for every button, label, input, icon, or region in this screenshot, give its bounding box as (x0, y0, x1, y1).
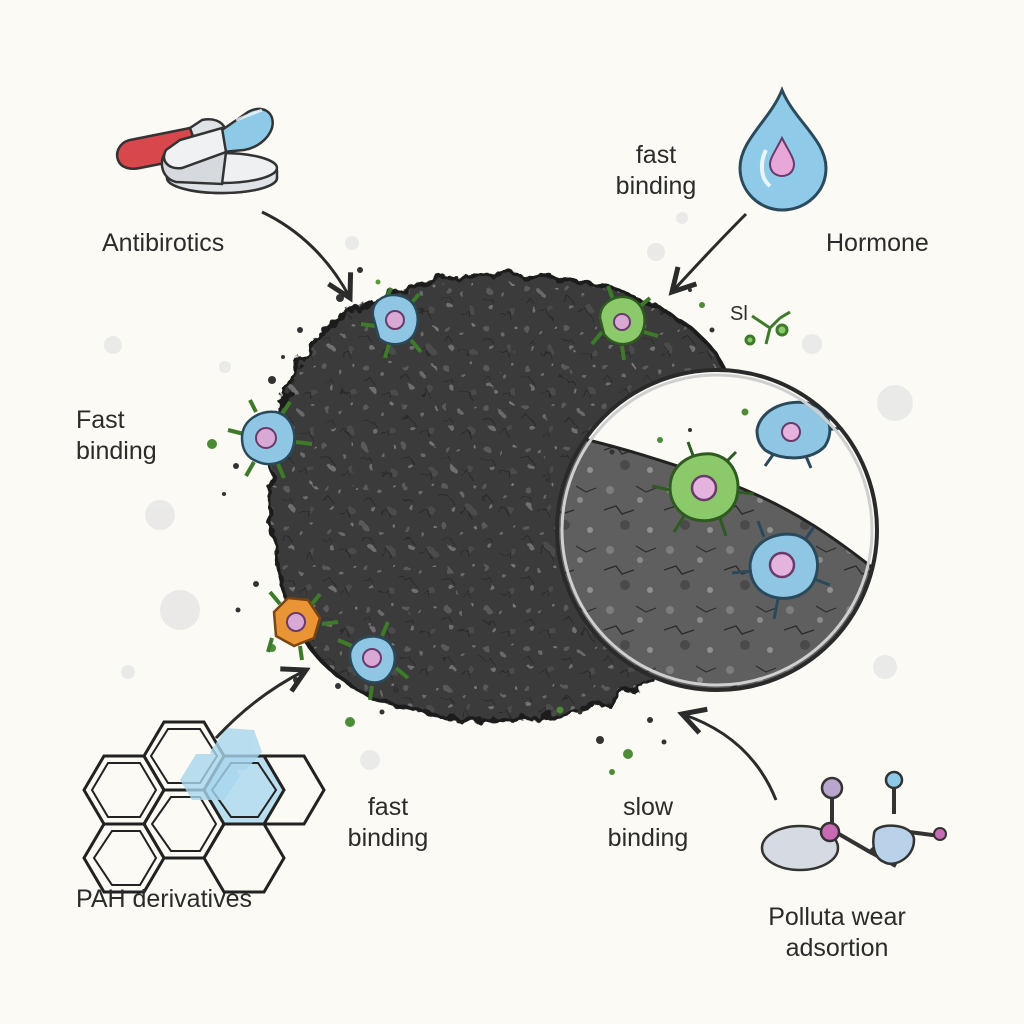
floating-fragment (744, 310, 791, 346)
green-cell-top-right (590, 285, 659, 361)
label-fast-binding-bottom: fast binding (340, 792, 436, 854)
zoom-green-cell (651, 441, 755, 537)
label-hormone: Hormone (826, 229, 929, 257)
zoom-floating-cell (755, 400, 842, 469)
hormone-drop-icon (738, 85, 828, 212)
zoom-blue-cell (731, 520, 831, 620)
label-pollutant-line2: adsortion (785, 934, 889, 962)
ball-stick-molecule-icon (760, 770, 947, 872)
label-fast-binding-top-line2: binding (615, 172, 697, 200)
arrows (214, 210, 778, 801)
label-pollutant-adsorption: Polluta wear adsortion (752, 902, 922, 964)
zoom-inset (555, 368, 879, 692)
label-fast-binding-top: fast binding (612, 140, 700, 202)
hexagon-highlight (180, 728, 262, 800)
blue-cell-left (227, 399, 313, 479)
label-fast-binding-top-line1: fast (635, 141, 677, 169)
label-fast-binding-left: Fast binding (76, 405, 157, 467)
capsule-pills-icon (115, 107, 279, 195)
label-slow-binding-line1: slow (622, 793, 673, 821)
stray-mark: Sl (730, 303, 748, 325)
blue-cell-top-left (360, 287, 423, 359)
label-pollutant-line1: Polluta wear (768, 903, 906, 931)
arrow-antibiotics (261, 210, 350, 298)
arrow-hormone (672, 212, 748, 292)
hexagon-ring-structure-icon (82, 720, 326, 894)
orange-cell-bottom-left (266, 590, 339, 661)
label-slow-binding: slow binding (600, 792, 696, 854)
label-fast-binding-bottom-line1: fast (367, 793, 409, 821)
label-slow-binding-line2: binding (607, 824, 689, 852)
blue-cell-bottom (337, 621, 410, 701)
label-pah-derivatives: PAH derivatives (76, 885, 252, 913)
label-fast-binding-left-line2: binding (76, 437, 157, 465)
arrow-pah (214, 670, 306, 740)
label-fast-binding-bottom-line2: binding (347, 824, 429, 852)
arrow-pollutant (682, 714, 778, 801)
label-fast-binding-left-line1: Fast (76, 406, 125, 434)
label-antibiotics: Antibirotics (102, 229, 225, 257)
background-bubbles (104, 212, 913, 770)
